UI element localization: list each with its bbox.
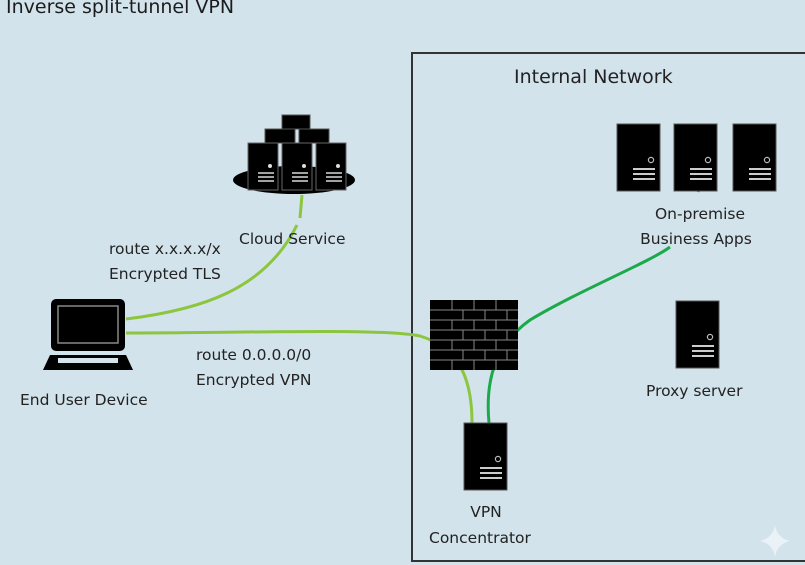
vpn-route-label: route 0.0.0.0/0 xyxy=(196,346,312,364)
laptop-icon xyxy=(43,299,133,370)
tls-encryption-label: Encrypted TLS xyxy=(109,265,221,283)
vpn-encryption-label: Encrypted VPN xyxy=(196,371,312,389)
vpn-concentrator-label-2: Concentrator xyxy=(429,529,531,547)
sparkle-icon xyxy=(760,525,790,557)
proxy-server-label: Proxy server xyxy=(646,382,743,400)
vpn-link-line xyxy=(125,329,474,424)
vpn-concentrator-icon xyxy=(463,422,508,491)
cloud-servers-icon xyxy=(233,114,355,194)
tls-route-label: route x.x.x.x/x xyxy=(109,240,221,258)
tls-link-line-upper xyxy=(298,194,304,219)
vpn-concentrator-label-1: VPN xyxy=(470,503,502,521)
cloud-service-label: Cloud Service xyxy=(239,230,346,248)
diagram-title: Inverse split-tunnel VPN xyxy=(6,0,235,18)
internal-network-label: Internal Network xyxy=(514,66,673,88)
business-app-server-1-icon xyxy=(616,123,661,192)
internal-link-line xyxy=(486,245,671,424)
tls-link-line xyxy=(125,224,299,321)
end-user-device-label: End User Device xyxy=(20,391,148,409)
business-app-server-2-icon xyxy=(673,123,718,192)
firewall-icon xyxy=(430,300,518,370)
internal-network-boundary xyxy=(411,52,805,562)
business-app-server-3-icon xyxy=(732,123,777,192)
business-apps-label-2: Business Apps xyxy=(640,230,752,248)
proxy-server-icon xyxy=(675,300,720,369)
business-apps-label-1: On-premise xyxy=(654,205,746,223)
